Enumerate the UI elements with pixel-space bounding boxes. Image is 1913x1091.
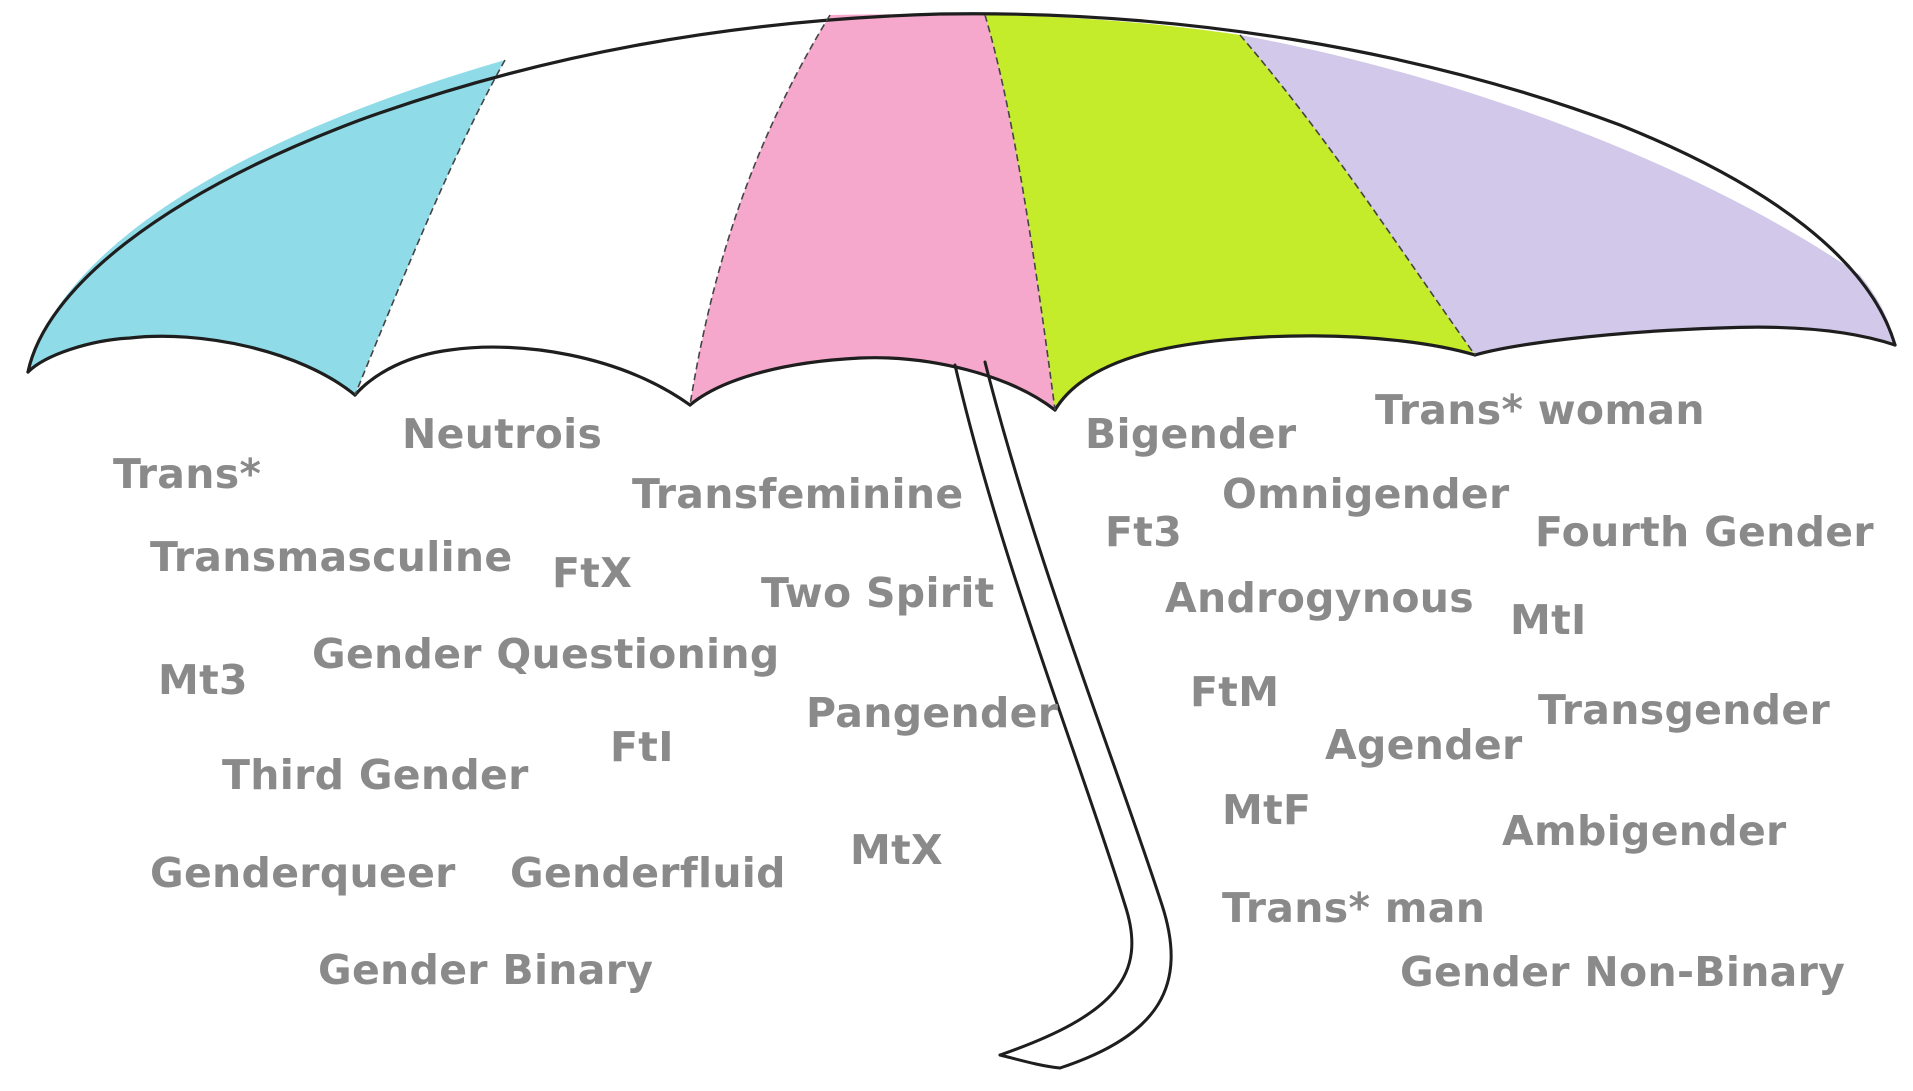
term-transfeminine: Transfeminine (632, 474, 964, 515)
term-omnigender: Omnigender (1222, 474, 1510, 515)
term-ft3: Ft3 (1105, 512, 1182, 553)
term-gender-non-binary: Gender Non-Binary (1400, 952, 1845, 993)
term-mt3: Mt3 (158, 660, 248, 701)
term-mti: MtI (1510, 600, 1587, 641)
term-gender-binary: Gender Binary (318, 950, 653, 991)
term-ambigender: Ambigender (1502, 811, 1787, 852)
term-genderfluid: Genderfluid (510, 853, 786, 894)
term-neutrois: Neutrois (402, 414, 602, 455)
term-fti: FtI (610, 727, 674, 768)
term-transmasculine: Transmasculine (150, 537, 513, 578)
term-genderqueer: Genderqueer (150, 853, 456, 894)
term-agender: Agender (1325, 725, 1523, 766)
term-trans-man: Trans* man (1222, 888, 1485, 929)
term-bigender: Bigender (1085, 414, 1296, 455)
term-third-gender: Third Gender (222, 755, 529, 796)
term-pangender: Pangender (806, 693, 1058, 734)
term-trans: Trans* (113, 454, 261, 495)
term-two-spirit: Two Spirit (761, 573, 995, 614)
term-transgender: Transgender (1538, 690, 1830, 731)
term-trans-woman: Trans* woman (1375, 390, 1705, 431)
term-ftx: FtX (552, 553, 632, 594)
term-ftm: FtM (1190, 672, 1279, 713)
term-gender-questioning: Gender Questioning (312, 634, 780, 675)
term-mtx: MtX (850, 830, 943, 871)
term-fourth-gender: Fourth Gender (1535, 512, 1874, 553)
term-mtf: MtF (1222, 790, 1311, 831)
term-androgynous: Androgynous (1165, 578, 1474, 619)
